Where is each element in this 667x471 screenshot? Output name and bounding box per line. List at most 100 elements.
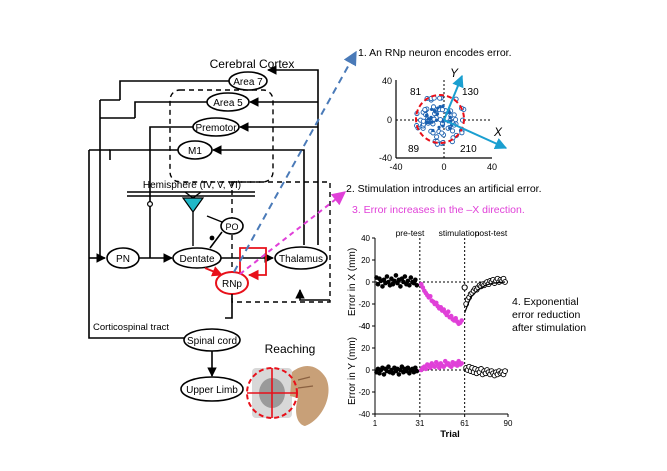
bottom-ytick-label: -40 <box>358 410 370 419</box>
line-dentate-po <box>209 231 223 249</box>
top-open-marker <box>461 284 468 291</box>
cortex-dashed-box <box>169 89 274 183</box>
line-thalamus-up <box>267 65 319 245</box>
ylabel-bottom: Error in Y (mm) <box>347 337 358 405</box>
line-thalamus-m1 <box>212 145 305 245</box>
line-loop-back <box>295 289 330 301</box>
polar-point <box>422 107 428 113</box>
xtick-label: 90 <box>504 419 513 428</box>
polar-ytick-mid: 0 <box>387 115 392 125</box>
thalamic-loop-dashed-box <box>231 181 331 303</box>
polar-point-filled <box>435 112 440 116</box>
timecourse-chart: pre-test stimulation post-test Trial Err… <box>347 228 586 440</box>
purkinje-neuron-icon <box>181 197 205 214</box>
polar-point-filled <box>448 126 452 130</box>
polar-point-filled <box>448 115 452 119</box>
xtick-label: 1 <box>373 419 378 428</box>
polar-point-filled <box>441 119 445 123</box>
bottom-ytick-label: 20 <box>361 344 370 353</box>
polar-point-filled <box>437 125 441 129</box>
bottom-pre-point <box>396 372 402 377</box>
polar-corner-br: 210 <box>460 144 477 155</box>
polar-point-filled <box>429 107 434 112</box>
purkinje-dendrite <box>184 191 202 246</box>
node-po <box>220 217 244 235</box>
annotation-1: 1. An RNp neuron encodes error. <box>358 47 512 59</box>
polar-point-filled <box>430 120 434 124</box>
node-dentate-label: Dentate <box>179 254 214 265</box>
annotation-4-line2: error reduction <box>512 309 580 321</box>
bottom-pre-point <box>386 364 391 370</box>
annotation-3: 3. Error increases in the –X direction. <box>352 204 525 216</box>
annotation-2: 2. Stimulation introduces an artificial … <box>346 183 542 195</box>
connector-blue-to-polar <box>233 50 357 273</box>
polar-point-filled <box>424 120 428 124</box>
polar-point-filled <box>438 105 442 109</box>
top-ytick-label: 40 <box>361 234 370 243</box>
polar-point-filled <box>425 113 429 117</box>
annotation-4-line3: after stimulation <box>512 322 586 334</box>
bottom-pre-point <box>381 372 387 377</box>
polar-ytick-bot: -40 <box>379 153 392 163</box>
top-pre-point <box>405 278 411 284</box>
node-area5-label: Area 5 <box>213 98 243 109</box>
node-upper-limb <box>180 376 244 402</box>
line-m1-out <box>109 149 178 160</box>
top-pre-point <box>380 284 385 289</box>
polar-point <box>453 117 459 123</box>
polar-ytick-top: 40 <box>382 76 392 86</box>
corticospinal-label: Corticospinal tract <box>93 322 169 333</box>
bottom-ytick-label: 40 <box>361 322 370 331</box>
top-stim-point <box>459 318 464 323</box>
line-dentate-rnp <box>204 266 223 277</box>
reaching-hand-illustration <box>246 366 329 426</box>
polar-point-filled <box>433 110 437 114</box>
bottom-stim-point <box>459 361 464 366</box>
top-ytick-label: -40 <box>358 322 370 331</box>
top-pre-point <box>402 274 408 279</box>
polar-point-filled <box>431 128 435 133</box>
polar-point <box>451 112 457 118</box>
line-area5-out <box>134 101 207 118</box>
node-spinal-cord-label: Spinal cord <box>187 336 237 347</box>
node-premotor-label: Premotor <box>195 123 237 134</box>
top-pre-point <box>398 284 403 289</box>
polar-point <box>437 95 443 101</box>
phase-label-post: post-test <box>475 228 508 238</box>
polar-xtick-left: -40 <box>389 162 402 172</box>
xlabel-trial: Trial <box>440 429 460 440</box>
line-po-hemi <box>206 215 223 223</box>
polar-point <box>434 134 440 140</box>
node-pn-label: PN <box>116 254 130 265</box>
top-pre-point <box>384 274 390 279</box>
rnp-loop <box>239 247 267 281</box>
polar-corner-tl: 81 <box>410 87 422 98</box>
top-pre-point <box>375 281 381 287</box>
line-area7-out <box>119 80 229 100</box>
polar-axis-y-label: Y <box>450 66 459 80</box>
polar-point <box>439 107 445 113</box>
top-pre-point <box>407 283 412 288</box>
line-rnp-spinal <box>225 294 233 319</box>
polar-point-filled <box>436 106 440 110</box>
polar-x-arrow <box>443 119 508 150</box>
top-pre-point <box>393 273 399 278</box>
annotation-4-line1: 4. Exponential <box>512 296 579 308</box>
polar-point <box>430 104 437 110</box>
node-rnp-label: RNp <box>222 279 242 290</box>
line-cortex-to-pn <box>99 99 135 258</box>
polar-xtick-mid: 0 <box>441 162 446 172</box>
node-area7-label: Area 7 <box>233 77 263 88</box>
cortex-title: Cerebral Cortex <box>210 57 295 71</box>
node-po-label: PO <box>225 222 238 232</box>
parallel-fiber-junction <box>147 201 154 208</box>
top-ytick-label: 0 <box>366 278 371 287</box>
top-exp-fit <box>464 281 506 314</box>
polar-corner-bl: 89 <box>408 144 420 155</box>
polar-axis-x-label: X <box>493 125 503 139</box>
polar-point <box>450 128 456 134</box>
polar-point-filled <box>441 104 445 108</box>
bottom-ytick-label: -20 <box>358 388 370 397</box>
polar-xtick-right: 40 <box>487 162 497 172</box>
polar-point-filled <box>441 124 445 128</box>
